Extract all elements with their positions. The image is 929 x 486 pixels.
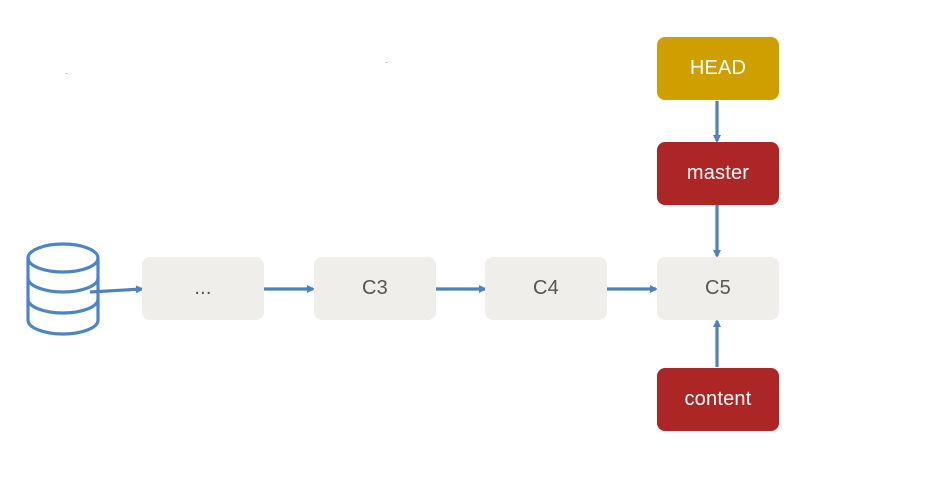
pointer-label: HEAD: [689, 57, 747, 79]
arrow-repo-to-ellipsis: [89, 285, 144, 294]
commit-c3[interactable]: C3: [314, 257, 436, 320]
commit-label: C4: [533, 277, 559, 299]
commit-ellipsis[interactable]: ...: [142, 257, 264, 320]
commit-label: ...: [194, 277, 212, 299]
pointer-label: content: [684, 388, 752, 410]
stray-mark: [385, 62, 388, 63]
branch-content[interactable]: content: [657, 368, 779, 431]
head-pointer[interactable]: HEAD: [657, 37, 779, 100]
branch-master[interactable]: master: [657, 142, 779, 205]
database-icon: [26, 242, 100, 336]
pointer-label: master: [686, 162, 750, 184]
commit-label: C5: [705, 277, 731, 299]
commit-c5[interactable]: C5: [657, 257, 779, 320]
stray-mark: [65, 73, 68, 74]
commit-label: C3: [362, 277, 388, 299]
commit-c4[interactable]: C4: [485, 257, 607, 320]
